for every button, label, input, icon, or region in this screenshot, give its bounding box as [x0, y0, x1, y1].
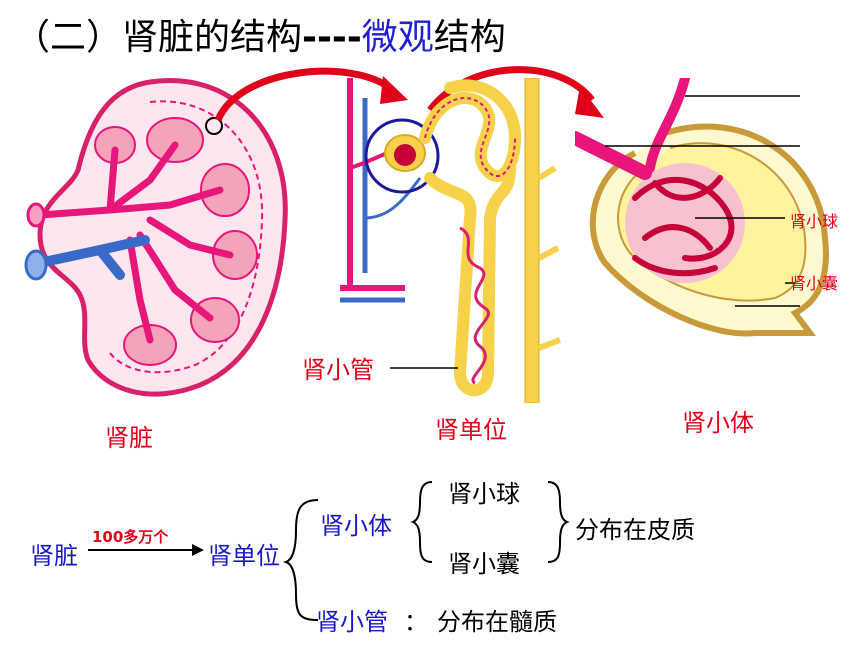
flow-nephron: 肾单位 — [208, 542, 280, 570]
tubule-label: 肾小管 — [302, 356, 374, 384]
arrow-kidney-to-nephron — [214, 67, 393, 122]
flow-colon: ： — [404, 608, 428, 636]
corpuscle-label: 肾小体 — [682, 409, 754, 437]
flow-capsule: 肾小囊 — [448, 550, 520, 578]
collecting-duct — [524, 78, 540, 403]
flow-kidney: 肾脏 — [30, 542, 78, 570]
renal-artery-opening — [26, 202, 46, 228]
flow-diagram-lines — [88, 481, 570, 621]
flow-count: 100多万个 — [92, 528, 169, 546]
nephron-glomerulus — [394, 144, 416, 166]
peritubular-capillaries — [459, 226, 490, 385]
cortex-brace — [547, 481, 570, 563]
renal-vein-opening — [24, 249, 48, 281]
flow-medulla-note: 分布在髓质 — [437, 608, 557, 636]
kidney-label: 肾脏 — [105, 424, 153, 452]
kidney-veins — [25, 235, 150, 280]
kidney-illustration — [24, 78, 288, 397]
corpuscle-brace — [410, 481, 433, 563]
nephron-illustration — [340, 78, 562, 403]
flow-corpuscle: 肾小体 — [320, 512, 392, 540]
flow-tubule: 肾小管 — [316, 608, 388, 636]
nephron-location-marker — [205, 117, 223, 135]
corpuscle-illustration — [575, 78, 829, 337]
zoom-arrows — [214, 66, 604, 122]
title-dashes: ---- — [302, 17, 362, 58]
flow-glomerulus: 肾小球 — [448, 480, 520, 508]
efferent-arteriole — [645, 78, 690, 173]
flow-arrow-head — [192, 544, 204, 556]
capsule-label: 肾小囊 — [790, 274, 839, 293]
corpuscle-highlight-circle — [364, 118, 440, 194]
glomerulus-capillaries — [632, 175, 735, 277]
flow-cortex-note: 分布在皮质 — [575, 516, 695, 544]
title-part3: 结构 — [433, 17, 506, 58]
afferent-arteriole — [575, 131, 652, 180]
nephron-brace — [282, 499, 319, 621]
loop-of-henle — [424, 162, 516, 397]
page-title: （二）肾脏的结构----微观结构 — [14, 8, 506, 60]
kidney-cortex-line — [107, 100, 264, 374]
title-part1: （二）肾脏的结构 — [14, 17, 303, 58]
kidney-arteries — [36, 141, 234, 344]
arrow-nephron-to-corpuscle — [427, 66, 595, 113]
nephron-label: 肾单位 — [435, 416, 507, 444]
title-part2: 微观 — [361, 17, 434, 58]
glomerulus-label: 肾小球 — [790, 212, 839, 231]
nephron-artery — [340, 78, 405, 291]
nephron-vein — [340, 98, 405, 303]
